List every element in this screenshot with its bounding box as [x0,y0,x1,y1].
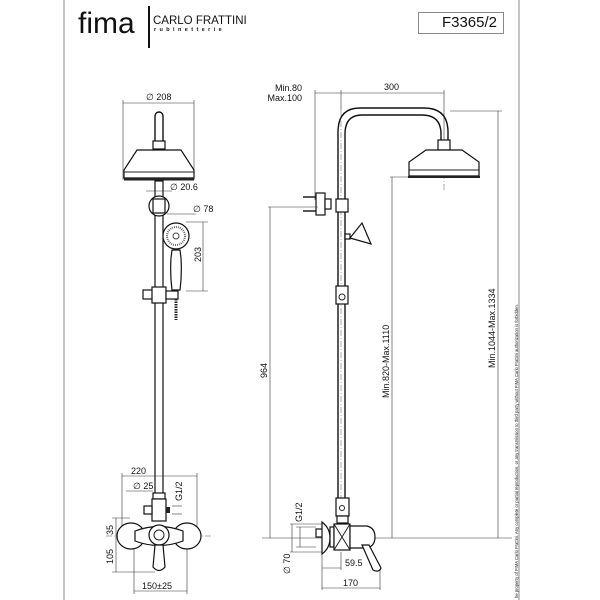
side-mixer-lever [361,544,382,572]
hand-shower [162,222,190,250]
product-code: F3365/2 [418,12,504,34]
svg-text:CARLO FRATTINI: CARLO FRATTINI [153,15,247,27]
copyright-notice: he property of FIMA Carlo Frattini. Any … [514,304,519,598]
dim-thread: G1/2 [174,481,184,501]
dim-height-upper: 35 [105,525,115,535]
dim-hand-shower-diameter: ∅ 78 [193,204,213,214]
front-view: ∅ 208 ∅ 20.6 ∅ 78 203 [105,92,213,594]
dim-head-height: Min.820-Max.1110 [381,325,391,398]
side-shower-head [408,149,480,177]
dim-hand-shower-length: 203 [193,247,203,262]
dim-head-diameter: ∅ 208 [146,92,171,102]
dim-flange-diameter: ∅ 70 [282,554,292,574]
dim-total-height: Min.1044-Max.1334 [487,288,497,368]
side-view: Min.80 Max.100 300 964 Min.82 [259,82,512,590]
dim-depth-mixer: 59.5 [345,558,363,568]
dim-inlet-diameter: ∅ 25 [133,481,153,491]
dim-side-thread: G1/2 [294,502,304,522]
riser-pipe [154,180,164,502]
brand-logo: fima CARLO FRATTINI rubinetterie [78,6,247,48]
hand-shower-holder [348,221,373,245]
dim-projection-min: Min.80 [275,83,302,93]
svg-text:rubinetterie: rubinetterie [154,27,225,33]
dim-centres: 150±25 [142,581,172,591]
dim-projection-max: Max.100 [267,93,302,103]
dim-mixer-width: 220 [131,466,146,476]
dim-pipe-diameter: ∅ 20.6 [170,182,198,192]
mixer-lever [152,544,166,572]
dim-bracket-height: 964 [259,363,269,378]
dim-depth-total: 170 [343,578,358,588]
svg-text:fima: fima [78,7,135,40]
shower-head [123,149,195,179]
dim-arm-length: 300 [384,82,399,92]
dim-height-lower: 105 [105,549,115,564]
